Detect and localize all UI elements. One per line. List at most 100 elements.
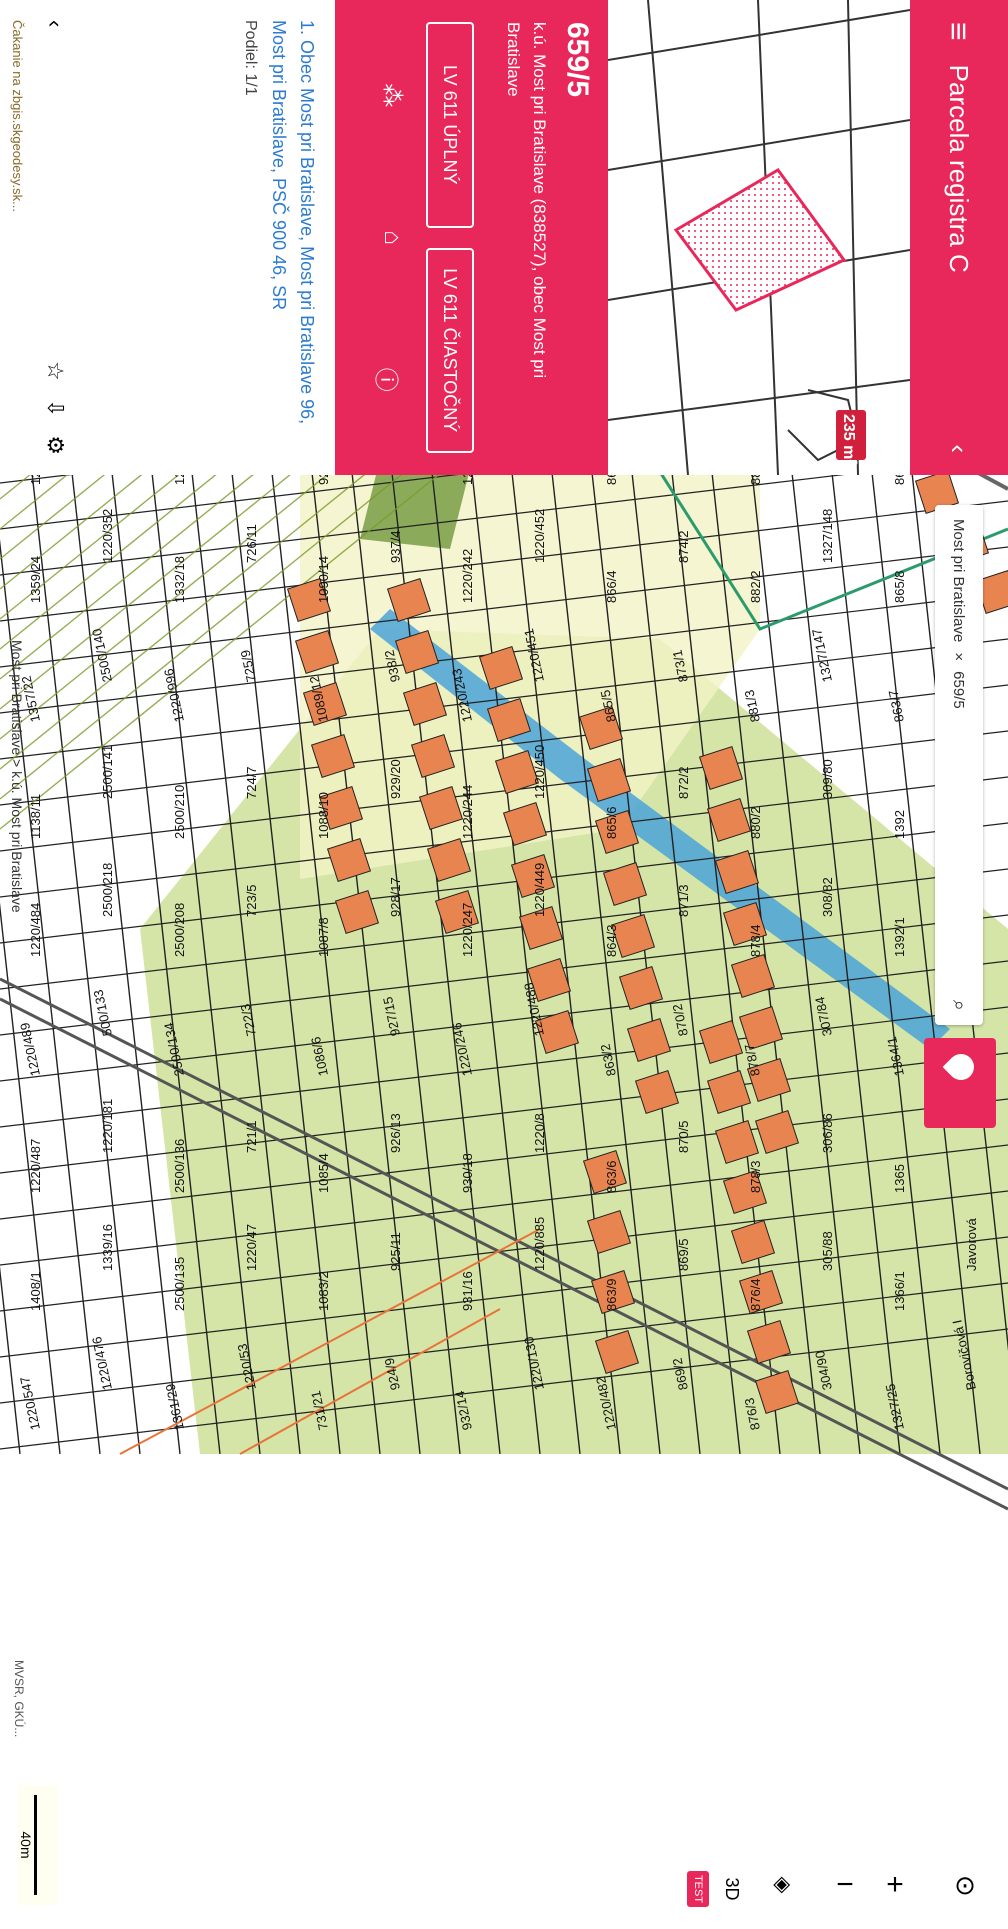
map-label: 874/2 — [676, 530, 691, 563]
search-icon[interactable]: ⌕ — [948, 999, 971, 1011]
map-label: 2500/136 — [172, 1139, 187, 1193]
map-label: 1220/352 — [100, 509, 115, 563]
parcel-line — [0, 1052, 1008, 1174]
map-label: 1085/4 — [316, 1153, 331, 1193]
parcel-line — [0, 822, 1008, 944]
layers-icon[interactable]: ◈ — [760, 1862, 806, 1908]
building — [286, 577, 332, 623]
map-label: 1220/181 — [100, 1099, 115, 1153]
map-label: 1220/247 — [460, 903, 475, 957]
chevron-icon[interactable]: ‹ — [944, 444, 975, 453]
map-label: 1088/10 — [316, 792, 331, 839]
map-label: 1220/487 — [28, 1139, 43, 1193]
locate-icon[interactable]: ⊙ — [940, 1860, 990, 1910]
map-label: 873/1 — [669, 649, 690, 684]
map-label: 869/5 — [676, 1238, 691, 1271]
panel-header: ≡ Parcela registra C ‹ — [910, 0, 1008, 475]
map-label: 865/6 — [604, 806, 619, 839]
parcel-line — [0, 1098, 1008, 1220]
map-label: 1220/452 — [532, 509, 547, 563]
building — [434, 889, 480, 935]
zoom-in-button[interactable]: + — [870, 1860, 920, 1910]
map-label: 1220/449 — [532, 863, 547, 917]
map-label: 929/20 — [388, 759, 403, 799]
field-line — [0, 408, 521, 830]
parcel-line — [0, 546, 1008, 668]
building — [754, 1369, 800, 1415]
parcel-number: 659/5 — [561, 22, 594, 98]
building — [738, 1005, 784, 1051]
parcel-info: 659/5 k.ú. Most pri Bratislave (838527),… — [335, 0, 608, 475]
map-label: 1220/8 — [532, 1113, 547, 1153]
building — [478, 645, 524, 691]
map-label: 1366/1 — [892, 1271, 907, 1311]
parcel-line — [0, 730, 1008, 852]
building — [534, 1009, 580, 1055]
attribution: MVSR, GKÚ... — [12, 1660, 26, 1738]
map-label: 1359/24 — [28, 556, 43, 603]
parcel-line — [0, 638, 1008, 760]
app-logo[interactable] — [924, 1038, 996, 1128]
map-label: 1392/1 — [892, 917, 907, 957]
map-label: 1408/1 — [28, 1271, 43, 1311]
building — [518, 905, 564, 951]
building — [326, 837, 372, 883]
map-label: Javorová — [964, 1217, 979, 1271]
parcel-line — [0, 776, 1008, 898]
map-label: 1083/2 — [316, 1271, 331, 1311]
building — [714, 849, 760, 895]
map-label: 1220/244 — [460, 785, 475, 839]
settings-icon[interactable]: ⚙ — [43, 435, 68, 455]
building — [754, 1109, 800, 1155]
map-label: 878/3 — [748, 1160, 763, 1193]
map-label: 2500/135 — [172, 1257, 187, 1311]
building — [418, 785, 464, 831]
home-icon[interactable]: ⌂ — [379, 230, 406, 245]
map-label: 869/2 — [669, 1357, 690, 1392]
map-label: 871/3 — [676, 884, 691, 917]
map-label: 863/2 — [597, 1043, 618, 1078]
parcel-line — [0, 868, 1008, 990]
map-label: 876/4 — [748, 1278, 763, 1311]
map-label: 931/16 — [460, 1271, 475, 1311]
info-icon[interactable]: ⓘ — [372, 367, 399, 392]
map-label: 882/2 — [748, 570, 763, 603]
back-icon[interactable]: ‹ — [43, 20, 68, 28]
building — [410, 733, 456, 779]
map-label: 1327/148 — [820, 509, 835, 563]
owner-link[interactable]: 1. Obec Most pri Bratislave, Most pri Br… — [269, 20, 317, 425]
parcel-area-badge: 235 m2 — [840, 414, 859, 466]
download-icon[interactable]: ⇩ — [43, 398, 68, 418]
zoom-out-button[interactable]: − — [820, 1860, 870, 1910]
building — [386, 577, 432, 623]
building — [706, 797, 752, 843]
lv-partial-button[interactable]: LV 611 ČIASTOČNÝ — [426, 247, 474, 453]
map-label: 726/11 — [244, 524, 259, 563]
building — [626, 1017, 672, 1063]
hamburger-icon[interactable]: ≡ — [941, 22, 978, 41]
breadcrumb[interactable]: Most pri Bratislave > k.ú. Most pri Brat… — [9, 640, 25, 913]
building — [582, 1149, 628, 1195]
star-icon[interactable]: ☆ — [43, 361, 68, 381]
parcel-line — [0, 500, 1008, 622]
map-label: 937/4 — [388, 530, 403, 563]
map-label: 1220/47 — [244, 1224, 259, 1271]
map-label: 306/86 — [820, 1113, 835, 1153]
parcel-line — [0, 960, 1008, 1082]
close-icon[interactable]: × — [950, 652, 968, 662]
share-icon[interactable]: ⁂ — [378, 83, 405, 108]
building — [586, 1209, 632, 1255]
lv-full-button[interactable]: LV 611 ÚPLNÝ — [426, 22, 474, 228]
parcel-869-5 — [360, 459, 470, 549]
building — [602, 861, 648, 907]
map-label: 870/2 — [669, 1003, 690, 1038]
search-box[interactable]: Most pri Bratislave × 659/5 ⌕ — [935, 505, 983, 1025]
map-label: 881/3 — [741, 689, 762, 724]
map-label: 863/7 — [885, 689, 906, 724]
building — [594, 809, 640, 855]
map-label: 305/88 — [820, 1231, 835, 1271]
parcel-line — [0, 1236, 1008, 1358]
3d-button[interactable]: 3D — [722, 1877, 743, 1901]
map-label: 1220/547 — [17, 1375, 43, 1431]
parcel-line — [0, 1144, 1008, 1266]
